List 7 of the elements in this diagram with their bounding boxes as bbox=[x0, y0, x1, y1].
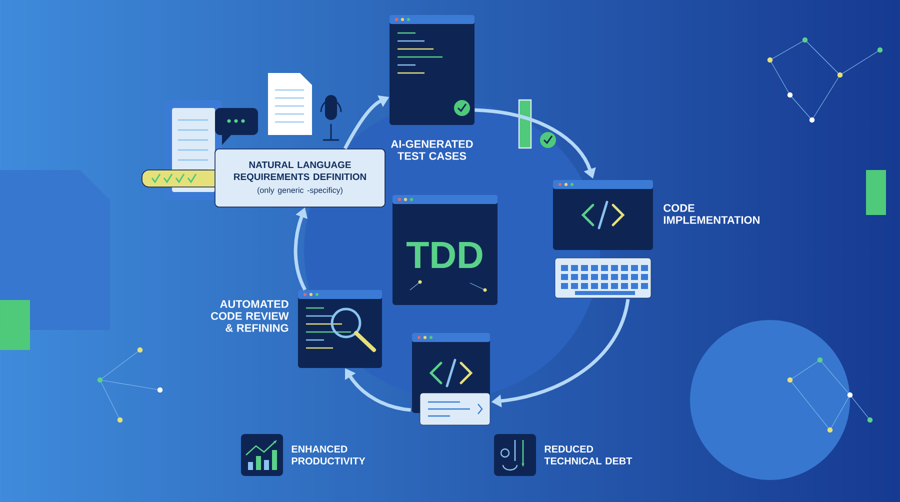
code-window-drawing bbox=[412, 333, 490, 426]
title-text: TDD bbox=[406, 242, 482, 268]
benefit-label: REDUCED TECHNICAL DEBT bbox=[544, 446, 632, 464]
benefit-label: ENHANCED PRODUCTIVITY bbox=[292, 446, 366, 464]
step-label: AI-GENERATED TEST CASES bbox=[390, 140, 473, 160]
step-label: AUTOMATED CODE REVIEW & REFINING bbox=[211, 300, 289, 332]
step-label: CODE IMPLEMENTATION bbox=[664, 204, 760, 224]
